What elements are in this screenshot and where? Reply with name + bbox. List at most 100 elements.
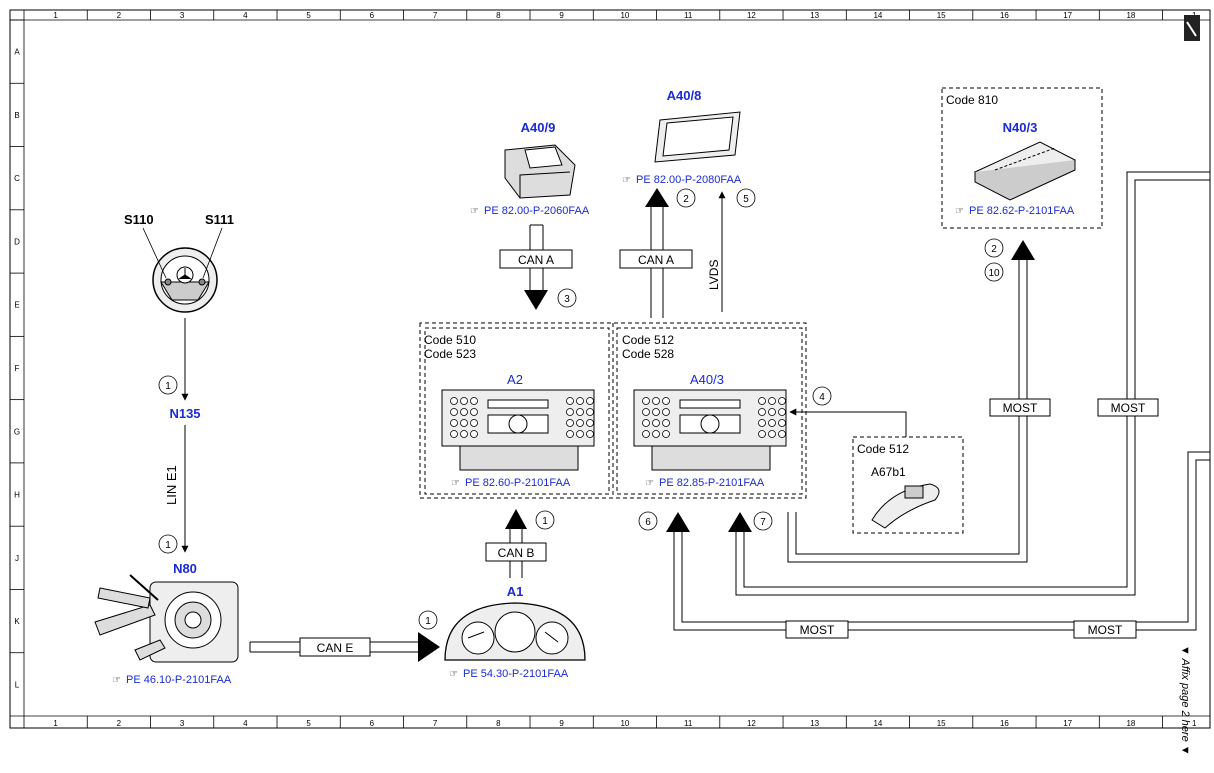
most-label-3: MOST: [800, 623, 835, 637]
radio-button-knob: [450, 408, 458, 416]
svg-text:1: 1: [165, 381, 171, 392]
column-number: 9: [559, 11, 564, 20]
n135-label: N135: [169, 406, 200, 421]
callout-3: 3: [557, 288, 577, 308]
most-label-1: MOST: [1003, 401, 1038, 415]
radio-button-knob: [768, 419, 776, 427]
can-a-down-connection: CAN A: [499, 224, 573, 310]
code-512-a67b1: Code 512: [857, 442, 909, 456]
column-number: 6: [370, 11, 375, 20]
radio-button-knob: [768, 397, 776, 405]
column-number: 18: [1126, 11, 1135, 20]
radio-button-knob: [576, 430, 584, 438]
radio-button-knob: [566, 397, 574, 405]
n80-reference[interactable]: PE 46.10-P-2101FAA: [126, 674, 232, 686]
radio-button-knob: [586, 419, 594, 427]
radio-button-knob: [586, 408, 594, 416]
column-number: 7: [433, 11, 438, 20]
radio-button-knob: [586, 397, 594, 405]
document-icon[interactable]: [1184, 15, 1200, 41]
column-number: 2: [117, 11, 122, 20]
radio-button-knob: [758, 419, 766, 427]
callout-2: 2: [676, 188, 696, 208]
callout-5: 5: [736, 188, 756, 208]
column-number: 6: [370, 719, 375, 728]
can-b-connection: CAN B: [485, 509, 547, 578]
sheet-frame: [9, 9, 1211, 729]
column-number: 5: [306, 719, 311, 728]
radio-button-knob: [450, 397, 458, 405]
row-letter: E: [14, 301, 19, 310]
a1-reference[interactable]: PE 54.30-P-2101FAA: [463, 668, 569, 680]
svg-text:☞: ☞: [449, 669, 458, 680]
lvds-label: LVDS: [707, 260, 721, 290]
radio-button-knob: [768, 408, 776, 416]
radio-button-knob: [460, 430, 468, 438]
s111-label: S111: [205, 212, 234, 227]
code-810: Code 810: [946, 93, 998, 107]
row-letter: H: [14, 491, 20, 500]
row-letter: A: [14, 48, 20, 57]
n40-3-reference[interactable]: PE 82.62-P-2101FAA: [969, 205, 1075, 217]
svg-text:☞: ☞: [645, 478, 654, 489]
column-number: 12: [747, 11, 756, 20]
most-label-4: MOST: [1088, 623, 1123, 637]
row-letter: C: [14, 174, 20, 183]
callout-1: 1: [158, 375, 178, 395]
column-number: 1: [1192, 719, 1197, 728]
a40-3-reference[interactable]: PE 82.85-P-2101FAA: [659, 477, 765, 489]
head-unit-box: [419, 322, 807, 499]
radio-button-knob: [662, 397, 670, 405]
a40-9-reference[interactable]: PE 82.00-P-2060FAA: [484, 205, 590, 217]
column-number: 11: [684, 719, 693, 728]
radio-button-knob: [460, 408, 468, 416]
radio-button-knob: [652, 408, 660, 416]
column-number: 16: [1000, 11, 1009, 20]
radio-button-knob: [758, 430, 766, 438]
radio-button-knob: [768, 430, 776, 438]
code-528: Code 528: [622, 347, 674, 361]
row-letter: D: [14, 237, 20, 246]
column-number: 8: [496, 11, 501, 20]
a40-9-module-icon: [504, 144, 576, 199]
row-letter: K: [14, 617, 20, 626]
a40-8-reference[interactable]: PE 82.00-P-2080FAA: [636, 174, 742, 186]
callout-1: 1: [158, 534, 178, 554]
callout-7: 7: [753, 511, 773, 531]
radio-button-knob: [662, 430, 670, 438]
column-number: 3: [180, 11, 185, 20]
svg-text:2: 2: [991, 244, 997, 255]
steering-column-module-icon: [94, 574, 239, 663]
column-number: 9: [559, 719, 564, 728]
radio-button-knob: [586, 430, 594, 438]
radio-button-knob: [576, 408, 584, 416]
lin-e1-label: LIN E1: [164, 465, 179, 505]
column-number: 16: [1000, 719, 1009, 728]
column-number: 14: [873, 719, 882, 728]
svg-text:2: 2: [683, 194, 689, 205]
row-letter: B: [14, 111, 19, 120]
a2-label: A2: [507, 372, 523, 387]
a40-8-label: A40/8: [667, 88, 702, 103]
column-number: 18: [1126, 719, 1135, 728]
column-number: 17: [1063, 11, 1072, 20]
row-letter: G: [14, 427, 20, 436]
svg-text:☞: ☞: [955, 206, 964, 217]
radio-button-knob: [652, 397, 660, 405]
callout-6: 6: [638, 511, 658, 531]
a2-reference[interactable]: PE 82.60-P-2101FAA: [465, 477, 571, 489]
column-number: 7: [433, 719, 438, 728]
column-number: 4: [243, 11, 248, 20]
n40-3-amplifier-icon: [973, 141, 1077, 201]
svg-text:4: 4: [819, 392, 825, 403]
can-a-label-2: CAN A: [638, 253, 674, 267]
row-letter: J: [15, 554, 19, 563]
a40-9-label: A40/9: [521, 120, 556, 135]
radio-button-knob: [758, 408, 766, 416]
svg-text:☞: ☞: [622, 175, 631, 186]
instrument-cluster-icon: [444, 602, 586, 661]
radio-button-knob: [642, 408, 650, 416]
svg-text:7: 7: [760, 517, 766, 528]
radio-button-knob: [642, 419, 650, 427]
